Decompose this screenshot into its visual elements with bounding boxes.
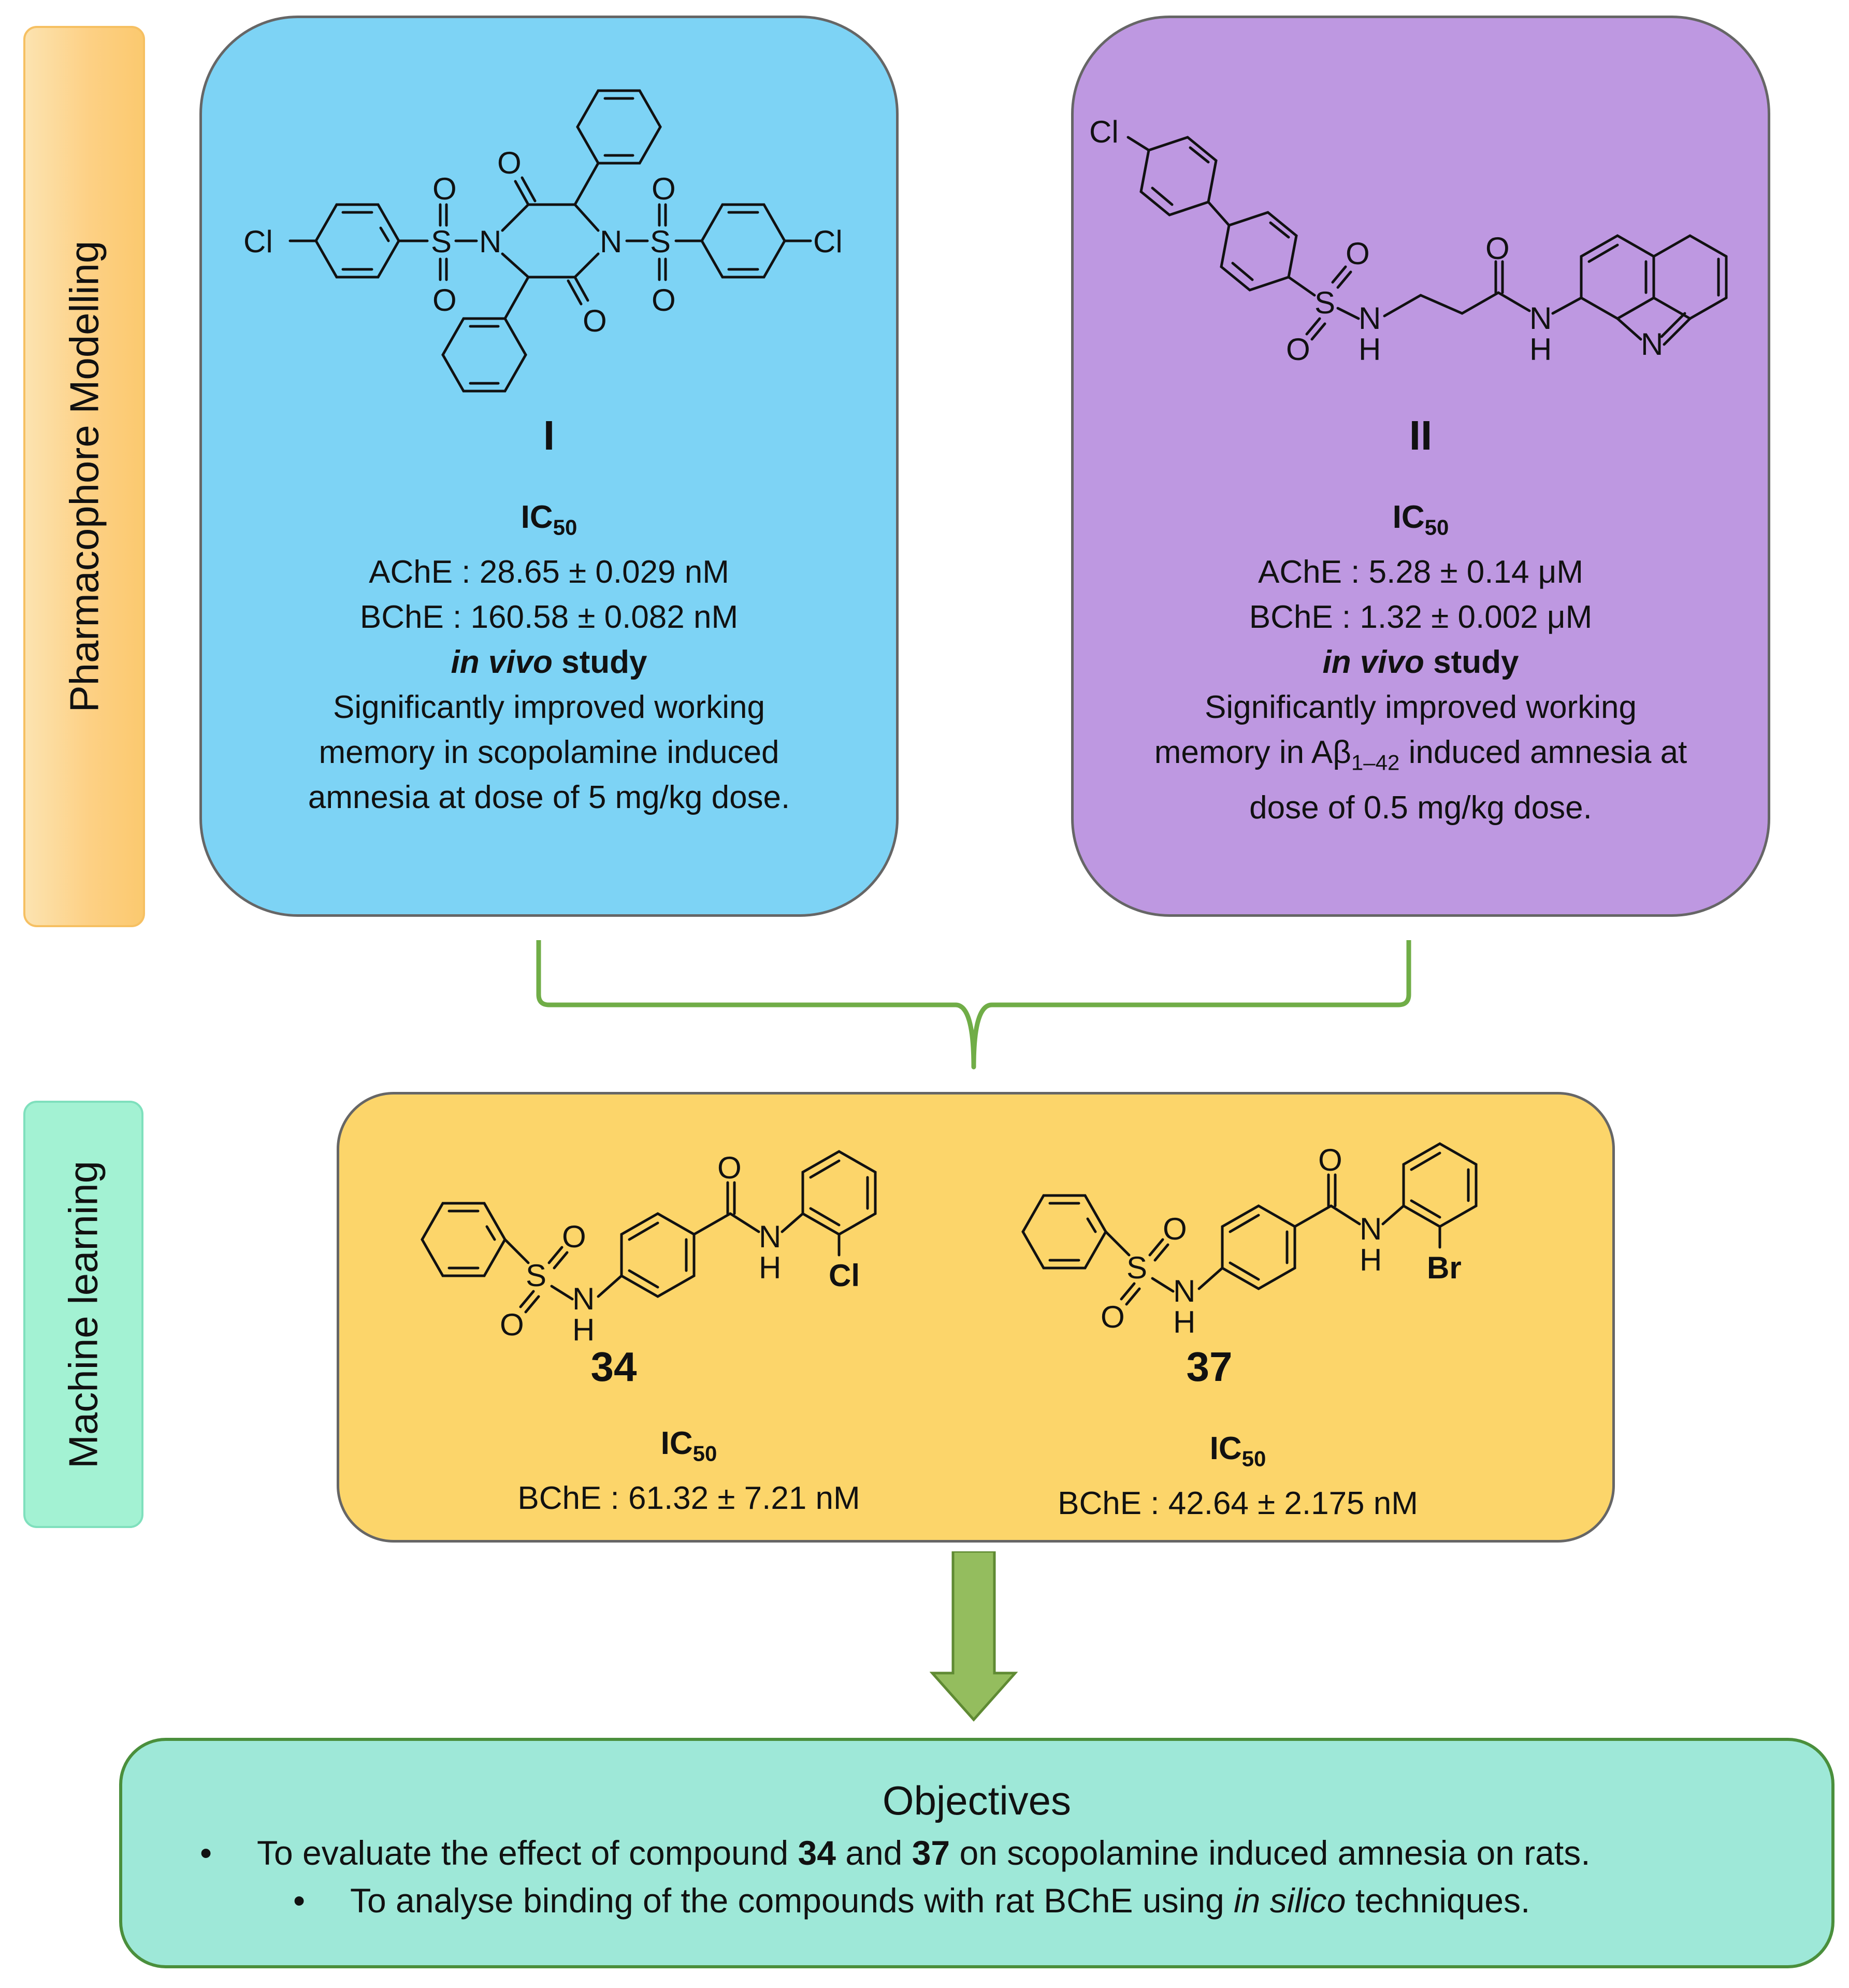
svg-text:Br: Br <box>1427 1250 1462 1285</box>
svg-text:O: O <box>652 171 676 206</box>
compound-34-info: IC50 BChE : 61.32 ± 7.21 nM <box>443 1421 935 1521</box>
compound-II-finding-3: dose of 0.5 mg/kg dose. <box>1249 789 1592 826</box>
svg-text:H: H <box>1359 332 1381 367</box>
svg-text:N: N <box>1641 327 1663 362</box>
compound-34-structure: S O O N H O N H <box>417 1136 935 1374</box>
compound-II-structure: Cl S O O N H O N <box>1084 101 1763 422</box>
svg-text:O: O <box>717 1150 742 1185</box>
svg-text:N: N <box>1360 1212 1382 1246</box>
compound-II-ic50-heading: IC50 <box>1392 499 1449 540</box>
svg-text:S: S <box>650 224 671 259</box>
compound-I-card: Cl S O O N N O O <box>199 16 899 917</box>
compound-I-label: I <box>543 412 555 458</box>
svg-text:N: N <box>1359 301 1381 336</box>
svg-text:N: N <box>479 224 501 259</box>
svg-text:O: O <box>583 304 607 338</box>
svg-text:O: O <box>1346 236 1370 271</box>
svg-text:Cl: Cl <box>829 1258 860 1293</box>
bullet-icon: • <box>293 1881 306 1920</box>
compound-II-card: Cl S O O N H O N <box>1071 16 1770 917</box>
compound-I-bche: BChE : 160.58 ± 0.082 nM <box>359 599 739 636</box>
compound-37-ic50-heading: IC50 <box>1209 1431 1266 1471</box>
svg-text:N: N <box>1529 301 1552 336</box>
compound-34-label: 34 <box>590 1344 637 1390</box>
compound-I-finding-1: Significantly improved working <box>333 689 765 726</box>
svg-text:H: H <box>759 1250 781 1285</box>
compound-37-structure: S O O N H O N H <box>1018 1128 1536 1366</box>
machine-learning-card: S O O N H O N H <box>337 1092 1615 1543</box>
svg-text:Cl: Cl <box>813 224 843 259</box>
svg-text:O: O <box>562 1219 586 1254</box>
compound-II-label: II <box>1409 412 1433 458</box>
compound-37-label: 37 <box>1186 1344 1233 1390</box>
objective-item-2: •To analyse binding of the compounds wit… <box>293 1877 1530 1924</box>
svg-text:H: H <box>1173 1305 1195 1339</box>
svg-text:O: O <box>1163 1212 1187 1246</box>
objective-item-1: •To evaluate the effect of compound 34 a… <box>200 1829 1591 1877</box>
svg-text:H: H <box>572 1313 595 1347</box>
svg-text:Cl: Cl <box>1089 114 1119 149</box>
svg-text:O: O <box>432 171 457 206</box>
compound-I-info: IC50 AChE : 28.65 ± 0.029 nM BChE : 160.… <box>202 495 896 820</box>
svg-text:Cl: Cl <box>243 224 273 259</box>
svg-text:S: S <box>431 224 452 259</box>
compound-34-ic50-heading: IC50 <box>660 1425 717 1466</box>
compound-37-bche: BChE : 42.64 ± 2.175 nM <box>1058 1486 1418 1522</box>
machine-learning-tab: Machine learning <box>23 1101 143 1528</box>
objectives-card: Objectives •To evaluate the effect of co… <box>119 1738 1834 1968</box>
svg-text:N: N <box>759 1219 781 1254</box>
svg-text:O: O <box>432 283 457 318</box>
svg-text:S: S <box>1314 285 1335 320</box>
compound-37-info: IC50 BChE : 42.64 ± 2.175 nM <box>966 1426 1510 1526</box>
compound-I-ic50-heading: IC50 <box>521 499 577 540</box>
compound-I-finding-3: amnesia at dose of 5 mg/kg dose. <box>308 780 790 816</box>
svg-text:H: H <box>1360 1243 1382 1277</box>
machine-learning-label: Machine learning <box>60 1160 106 1468</box>
svg-text:O: O <box>1286 332 1310 367</box>
svg-text:O: O <box>652 283 676 318</box>
compound-I-study-heading: in vivo study <box>451 644 647 681</box>
compound-II-study-heading: in vivo study <box>1322 644 1519 681</box>
svg-text:O: O <box>1318 1143 1342 1177</box>
compound-II-ache: AChE : 5.28 ± 0.14 μM <box>1258 554 1584 590</box>
compound-I-finding-2: memory in scopolamine induced <box>319 734 779 771</box>
objectives-title: Objectives <box>882 1778 1072 1823</box>
svg-text:O: O <box>497 146 522 180</box>
pharmacophore-modelling-tab: Pharmacophore Modelling <box>23 26 145 927</box>
svg-text:N: N <box>600 224 622 259</box>
compound-II-finding-1: Significantly improved working <box>1205 689 1637 726</box>
svg-text:S: S <box>526 1258 546 1293</box>
down-arrow-icon <box>930 1551 1018 1722</box>
svg-text:S: S <box>1126 1250 1147 1285</box>
bullet-icon: • <box>200 1834 212 1872</box>
compound-II-info: IC50 AChE : 5.28 ± 0.14 μM BChE : 1.32 ±… <box>1074 495 1768 830</box>
compound-II-bche: BChE : 1.32 ± 0.002 μM <box>1249 599 1593 636</box>
pharmacophore-modelling-label: Pharmacophore Modelling <box>61 240 107 713</box>
compound-II-finding-2: memory in Aβ1–42 induced amnesia at <box>1154 734 1687 775</box>
svg-text:H: H <box>1529 332 1552 367</box>
svg-text:O: O <box>1485 231 1510 266</box>
compound-I-ache: AChE : 28.65 ± 0.029 nM <box>369 554 729 590</box>
svg-text:O: O <box>1101 1300 1125 1334</box>
svg-text:O: O <box>500 1307 524 1342</box>
compound-I-structure: Cl S O O N N O O <box>233 49 870 412</box>
svg-text:N: N <box>572 1281 595 1316</box>
svg-text:N: N <box>1173 1274 1195 1308</box>
compound-34-bche: BChE : 61.32 ± 7.21 nM <box>517 1480 860 1517</box>
